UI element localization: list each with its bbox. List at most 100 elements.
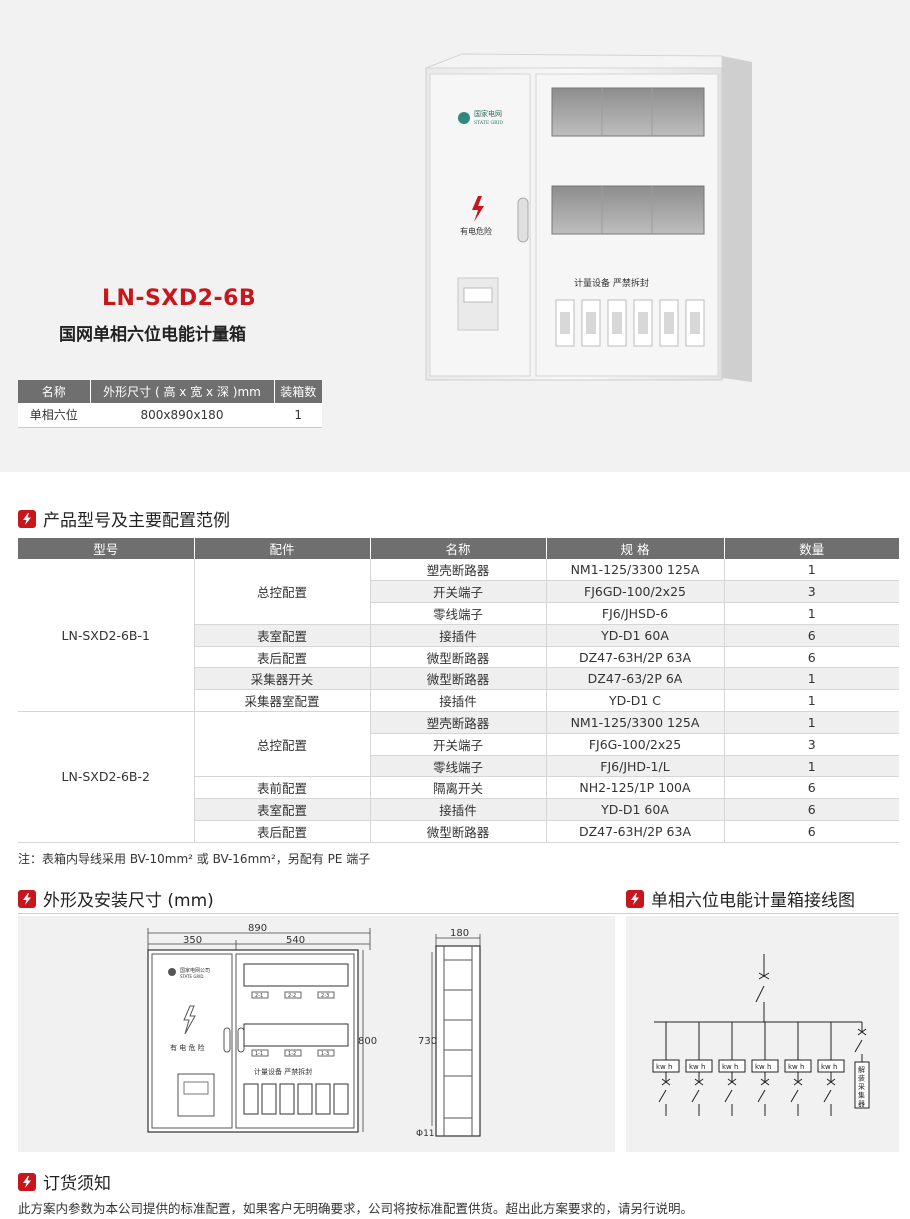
config-cell-name: 零线端子: [370, 755, 547, 778]
breaker-mark: [826, 1078, 836, 1086]
drawing-brand-en: STATE GRID: [180, 974, 203, 979]
photo-seal-note: 计量设备 严禁拆封: [574, 277, 649, 289]
config-cell-part: 采集器开关: [194, 667, 371, 691]
config-cell-part: 总控配置: [194, 559, 371, 625]
switch-blade: [823, 1089, 832, 1103]
product-photo: 国家电网 STATE GRID 有电危险 计量设备 严禁拆封: [425, 53, 752, 382]
section-dimensions-heading: 外形及安装尺寸 (mm): [18, 886, 214, 911]
config-cell-name: 微型断路器: [370, 667, 547, 691]
drawing-brand: 国家电网公司: [180, 967, 210, 974]
spec-header-qty: 装箱数: [274, 380, 322, 403]
config-cell-model: LN-SXD2-6B-2: [18, 711, 195, 843]
config-cell-part: 表室配置: [194, 798, 371, 822]
dim-right-width: 540: [286, 935, 305, 946]
config-cell-name: 开关端子: [370, 580, 547, 604]
section-config-title: 产品型号及主要配置范例: [43, 511, 230, 531]
breaker-mark: [694, 1078, 704, 1086]
wiring-note: 注：表箱内导线采用 BV-10mm² 或 BV-16mm²，另配有 PE 端子: [18, 852, 371, 866]
config-cell-name: 接插件: [370, 689, 547, 713]
lightning-icon: [18, 509, 36, 528]
config-cell-part: 表室配置: [194, 624, 371, 647]
config-cell-name: 微型断路器: [370, 820, 547, 843]
config-cell-qty: 1: [724, 755, 899, 778]
config-cell-model: LN-SXD2-6B-1: [18, 559, 195, 713]
config-cell-name: 接插件: [370, 798, 547, 822]
dimension-drawing: 890 350 540 800 国家电网公司 STATE GRID 有 电 危 …: [147, 923, 481, 1139]
spec-header-row: 名称 外形尺寸 ( 高 x 宽 x 深 )mm 装箱数: [18, 380, 322, 403]
spec-cell-qty: 1: [274, 403, 322, 428]
breaker-mark: [760, 1078, 770, 1086]
config-header-row: 型号 配件 名称 规 格 数量: [18, 538, 899, 559]
meter-tag-1-2: 1-2: [288, 1051, 296, 1057]
meter-label: kw h: [656, 1063, 672, 1071]
config-cell-name: 塑壳断路器: [370, 711, 547, 734]
spec-table: 名称 外形尺寸 ( 高 x 宽 x 深 )mm 装箱数 单相六位 800x890…: [18, 380, 322, 428]
dim-hole: Φ11: [416, 1129, 435, 1139]
config-header-qty: 数量: [724, 538, 899, 559]
breaker-mark: [661, 1078, 671, 1086]
meter-tag-2-1: 2-1: [255, 993, 263, 999]
spec-cell-name: 单相六位: [18, 403, 91, 428]
lightning-warning-icon: [472, 196, 484, 222]
config-cell-qty: 6: [724, 820, 899, 843]
dim-inner-height: 730: [418, 1036, 437, 1047]
config-cell-name: 零线端子: [370, 602, 547, 625]
config-cell-name: 隔离开关: [370, 776, 547, 800]
switch-blade: [658, 1089, 667, 1103]
config-cell-qty: 1: [724, 559, 899, 582]
switch-blade: [854, 1039, 863, 1053]
config-cell-part: 表后配置: [194, 820, 371, 843]
config-cell-spec: NH2-125/1P 100A: [546, 776, 725, 800]
config-cell-spec: NM1-125/3300 125A: [546, 559, 725, 582]
config-header-name: 名称: [370, 538, 547, 559]
section-divider: [18, 913, 899, 914]
meter-label: kw h: [722, 1063, 738, 1071]
config-cell-spec: NM1-125/3300 125A: [546, 711, 725, 734]
meter-tag-1-3: 1-3: [321, 1051, 329, 1057]
drawing-lightning-icon: [183, 1005, 196, 1035]
dim-left-width: 350: [183, 935, 202, 946]
lightning-icon: [18, 889, 36, 908]
config-cell-spec: FJ6GD-100/2x25: [546, 580, 725, 604]
config-cell-qty: 3: [724, 580, 899, 604]
photo-brand-en: STATE GRID: [474, 120, 503, 126]
config-cell-qty: 6: [724, 624, 899, 647]
section-ordering-title: 订货须知: [43, 1174, 111, 1194]
dim-total-width: 890: [248, 923, 267, 934]
config-cell-spec: DZ47-63H/2P 63A: [546, 820, 725, 843]
config-cell-part: 表后配置: [194, 646, 371, 669]
meter-label: kw h: [821, 1063, 837, 1071]
meter-tag-1-1: 1-1: [255, 1051, 263, 1057]
switch-blade: [790, 1089, 799, 1103]
collector-box: [854, 1061, 870, 1109]
config-header-model: 型号: [18, 538, 195, 559]
meter-label: kw h: [788, 1063, 804, 1071]
ordering-text: 此方案内参数为本公司提供的标准配置，如果客户无明确要求，公司将按标准配置供货。超…: [18, 1201, 694, 1216]
config-cell-name: 接插件: [370, 624, 547, 647]
breaker-mark: [727, 1078, 737, 1086]
spec-row: 单相六位 800x890x180 1: [18, 403, 322, 428]
section-wiring-title: 单相六位电能计量箱接线图: [651, 891, 855, 911]
switch-blade: [724, 1089, 733, 1103]
config-cell-part: 表前配置: [194, 776, 371, 800]
breaker-mark: [857, 1028, 867, 1036]
drawing-danger-label: 有 电 危 险: [170, 1043, 205, 1052]
switch-blade: [757, 1089, 766, 1103]
config-header-spec: 规 格: [546, 538, 725, 559]
dim-height: 800: [358, 1036, 377, 1047]
state-grid-logo-icon: [458, 112, 470, 124]
config-header-part: 配件: [194, 538, 371, 559]
breaker-mark: [793, 1078, 803, 1086]
